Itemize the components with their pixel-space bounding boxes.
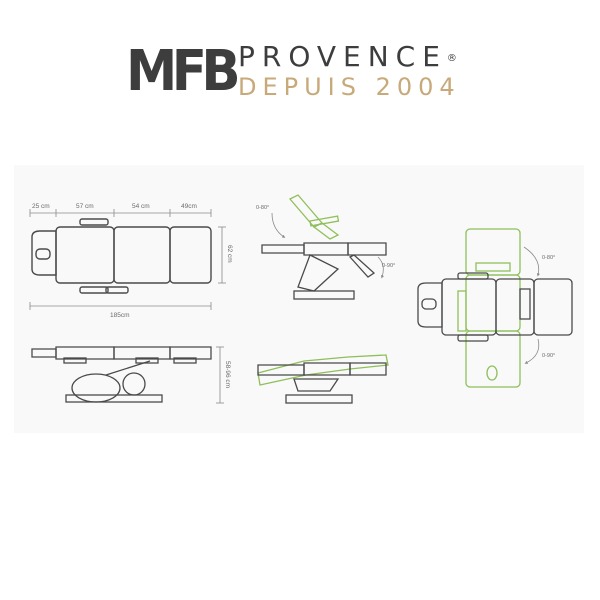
brand-logo: MFB PROVENCE® DEPUIS 2004 [126,40,476,102]
top-view [29,209,226,310]
rotation-chair [417,272,573,342]
side-motor-2 [135,357,159,364]
arm-rest-bottom [79,286,109,294]
angle-label-3: 0-80° [542,255,555,261]
reclined-view [261,194,387,300]
height-dimension-line [216,346,224,404]
logo-name: PROVENCE® [238,42,457,72]
logo-tagline: DEPUIS 2004 [238,73,461,101]
technical-drawing: 25 cm 57 cm 54 cm 49cm 62 cm 185cm 58-96… [29,194,573,404]
diagram-panel: 25 cm 57 cm 54 cm 49cm 62 cm 185cm 58-96… [14,165,584,433]
side-motor-1 [63,357,87,364]
side-base [65,394,163,403]
flat-chair [257,362,387,404]
side-view [31,346,224,404]
rotation-highlight [457,228,521,388]
dim-label-length: 185cm [110,312,130,319]
tilt-highlight [257,354,389,386]
flat-view [257,354,389,404]
seat-section [113,226,171,284]
dim-label-width: 62 cm [226,245,233,263]
registered-mark: ® [446,53,457,64]
reclined-back-highlight [288,194,340,240]
logo-name-text: PROVENCE [238,40,447,73]
dim-label-seat: 54 cm [132,203,150,210]
logo-mark: MFB [126,39,241,104]
width-dimension-line [218,226,226,284]
rotation-angle-arcs [523,246,540,364]
top-dimension-line [29,209,212,217]
reclined-angle-arc [271,212,385,279]
side-back [55,346,115,360]
length-dimension-line [29,302,212,310]
side-legs [169,346,212,360]
angle-label-2: 0-90° [382,263,395,269]
side-motor-3 [173,357,197,364]
back-section [55,226,115,284]
reclined-chair [261,242,387,300]
angle-label-1: 0-80° [256,205,269,211]
dim-label-back: 57 cm [76,203,94,210]
dim-label-legs: 49cm [181,203,197,210]
side-lift-motor [122,372,146,396]
side-lift-arm [105,360,151,376]
side-seat [113,346,171,360]
side-lift-column [71,373,121,403]
dim-label-head: 25 cm [32,203,50,210]
leg-section [169,226,212,284]
dim-label-height: 58-96 cm [224,361,231,388]
arm-rest-bottom-2 [105,286,129,294]
side-head-rest [31,348,57,358]
angle-label-4: 0-90° [542,353,555,359]
arm-rest-top [79,218,109,226]
rotation-view [417,228,573,388]
face-hole [35,248,51,260]
